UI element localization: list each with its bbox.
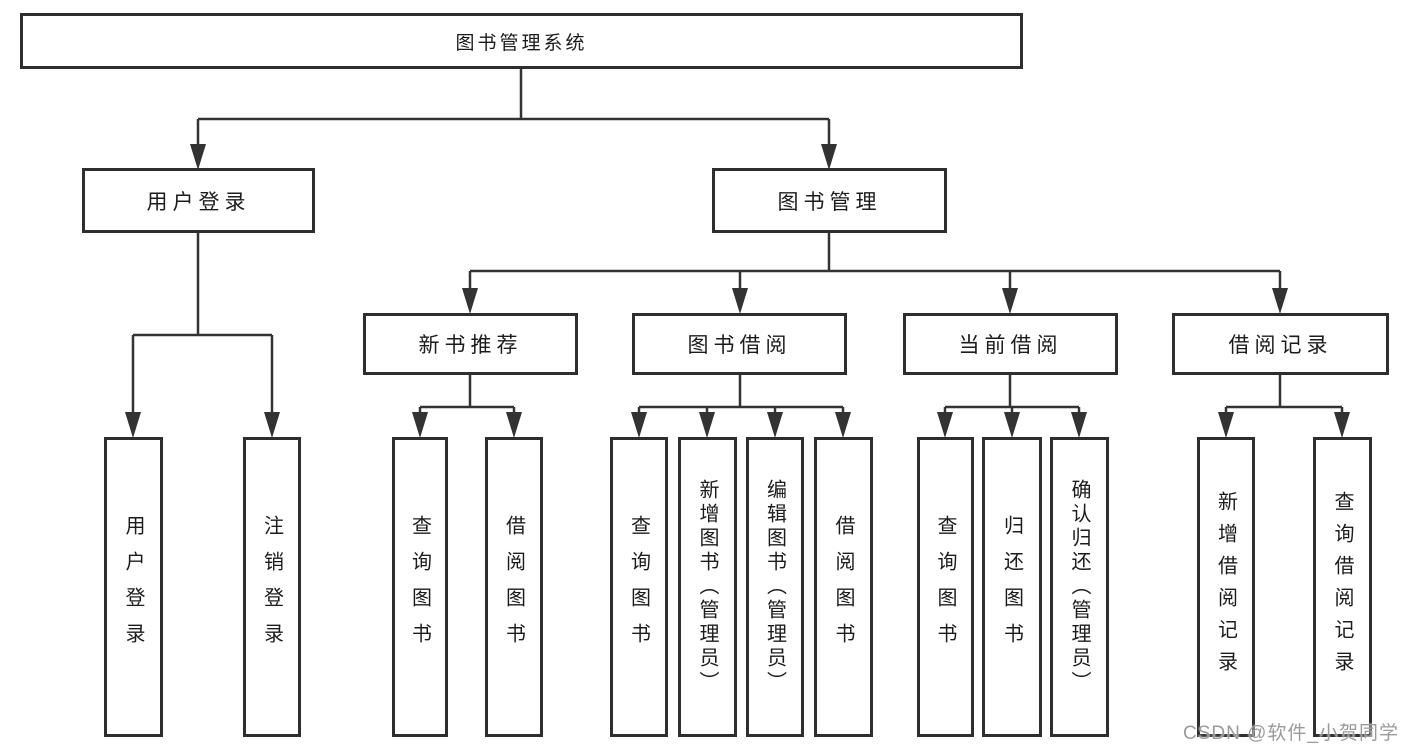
leaf-query-books-current: 查询图书 <box>917 437 974 737</box>
node-label: 查询图书 <box>408 515 431 659</box>
node-label: 图书借阅 <box>687 334 792 357</box>
leaf-logout: 注销登录 <box>243 437 301 737</box>
leaf-borrow-books-recommend: 借阅图书 <box>485 437 543 737</box>
leaf-borrow-books: 借阅图书 <box>814 437 873 737</box>
node-book-borrowing: 图书借阅 <box>632 313 847 375</box>
connector-userlogin-to-children <box>131 233 274 414</box>
node-label: 查询图书 <box>934 515 956 659</box>
connector-newbook-to-children <box>418 375 516 415</box>
node-label: 编辑图书（管理员） <box>763 479 786 695</box>
leaf-query-books-borrow: 查询图书 <box>610 437 668 737</box>
node-label: 归还图书 <box>1000 515 1023 659</box>
node-book-management: 图书管理 <box>712 168 947 233</box>
node-label: 确认归还（管理员） <box>1068 479 1090 695</box>
leaf-query-borrow-record: 查询借阅记录 <box>1313 437 1372 737</box>
node-label: 借阅图书 <box>502 515 525 659</box>
node-current-borrowing: 当前借阅 <box>903 313 1118 375</box>
node-label: 借阅记录 <box>1228 334 1333 357</box>
leaf-edit-book-admin: 编辑图书（管理员） <box>746 437 804 737</box>
node-label: 图书管理 <box>777 190 882 214</box>
node-label: 用户登录 <box>146 190 251 214</box>
node-user-login: 用户登录 <box>82 168 315 233</box>
connector-root-to-level2 <box>196 69 831 146</box>
node-label: 图书管理系统 <box>455 32 588 54</box>
connector-bookborrow-to-children <box>637 375 845 415</box>
node-label: 注销登录 <box>260 515 283 659</box>
csdn-watermark: CSDN @软件_小贺同学 <box>1183 723 1399 744</box>
connector-currentborrow-to-children <box>943 375 1081 415</box>
node-label: 当前借阅 <box>958 334 1063 357</box>
connector-bookmgmt-to-level3 <box>468 233 1282 290</box>
node-new-book-recommend: 新书推荐 <box>363 313 578 375</box>
leaf-query-books-recommend: 查询图书 <box>392 437 448 737</box>
node-label: 新增图书（管理员） <box>696 479 718 695</box>
node-label: 查询借阅记录 <box>1331 491 1353 683</box>
leaf-confirm-return-admin: 确认归还（管理员） <box>1050 437 1109 737</box>
node-label: 借阅图书 <box>832 515 854 659</box>
node-label: 用户登录 <box>122 515 144 659</box>
leaf-return-book: 归还图书 <box>982 437 1042 737</box>
node-root-library-system: 图书管理系统 <box>20 13 1023 69</box>
leaf-user-login: 用户登录 <box>104 437 163 737</box>
node-label: 新书推荐 <box>418 334 523 357</box>
leaf-add-borrow-record: 新增借阅记录 <box>1197 437 1255 737</box>
node-borrowing-records: 借阅记录 <box>1172 313 1389 375</box>
connector-records-to-children <box>1224 375 1344 415</box>
node-label: 查询图书 <box>627 515 650 659</box>
node-label: 新增借阅记录 <box>1214 491 1237 683</box>
leaf-add-book-admin: 新增图书（管理员） <box>678 437 737 737</box>
